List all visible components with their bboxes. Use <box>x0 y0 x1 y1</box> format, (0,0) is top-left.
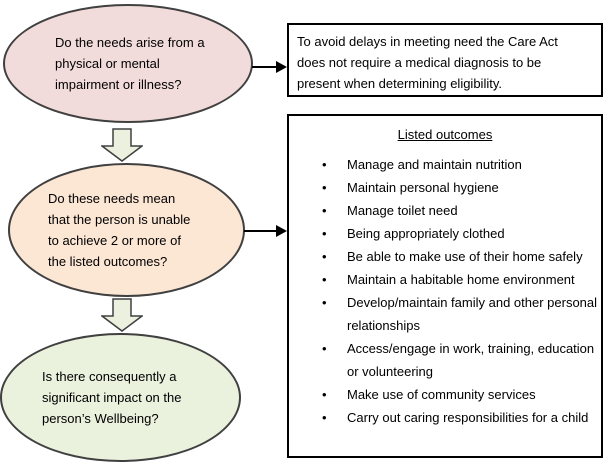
down-block-arrow-shape <box>101 128 143 162</box>
listed-outcomes-title: Listed outcomes <box>397 127 493 142</box>
connector-line-outcomes-to-list <box>244 230 278 232</box>
list-item: Access/engage in work, training, educati… <box>320 337 602 383</box>
list-item: Manage toilet need <box>320 199 602 222</box>
text-line: that the person is unable <box>48 212 191 227</box>
connector-line-impairment-to-note <box>252 66 278 68</box>
node-outcomes-question-text: Do these needs mean that the person is u… <box>10 188 190 272</box>
list-item: Maintain a habitable home environment <box>320 268 602 291</box>
down-block-arrow-2 <box>101 298 143 332</box>
text-line: does not require a medical diagnosis to … <box>297 55 542 70</box>
text-line: the listed outcomes? <box>48 254 168 269</box>
listed-outcomes-box: Listed outcomes Manage and maintain nutr… <box>287 114 603 458</box>
node-outcomes-question: Do these needs mean that the person is u… <box>8 163 245 297</box>
text-line: person’s Wellbeing? <box>42 411 159 426</box>
list-item: Carry out caring responsibilities for a … <box>320 406 602 429</box>
down-block-arrow-1 <box>101 128 143 162</box>
text-line: To avoid delays in meeting need the Care… <box>297 34 558 49</box>
text-line: impairment or illness? <box>55 77 182 92</box>
down-block-arrow-shape <box>101 298 143 332</box>
list-item: Being appropriately clothed <box>320 222 602 245</box>
list-item: Develop/maintain family and other person… <box>320 291 602 337</box>
node-wellbeing-question: Is there consequently a significant impa… <box>0 333 241 462</box>
text-line: significant impact on the <box>42 390 182 405</box>
arrowhead-right-icon <box>276 225 287 237</box>
arrowhead-right-icon <box>276 61 287 73</box>
text-line: physical or mental <box>55 56 160 71</box>
text-line: Is there consequently a <box>42 369 177 384</box>
text-line: Do these needs mean <box>48 191 176 206</box>
node-impairment-question: Do the needs arise from a physical or me… <box>3 4 253 123</box>
listed-outcomes-list: Manage and maintain nutrition Maintain p… <box>320 153 602 429</box>
node-wellbeing-question-text: Is there consequently a significant impa… <box>2 366 181 429</box>
list-item: Manage and maintain nutrition <box>320 153 602 176</box>
list-item: Maintain personal hygiene <box>320 176 602 199</box>
care-act-note-box: To avoid delays in meeting need the Care… <box>287 23 603 97</box>
list-item: Make use of community services <box>320 383 602 406</box>
node-impairment-question-text: Do the needs arise from a physical or me… <box>5 32 205 95</box>
text-line: Do the needs arise from a <box>55 35 205 50</box>
text-line: present when determining eligibility. <box>297 76 502 91</box>
list-item: Be able to make use of their home safely <box>320 245 602 268</box>
text-line: to achieve 2 or more of <box>48 233 181 248</box>
